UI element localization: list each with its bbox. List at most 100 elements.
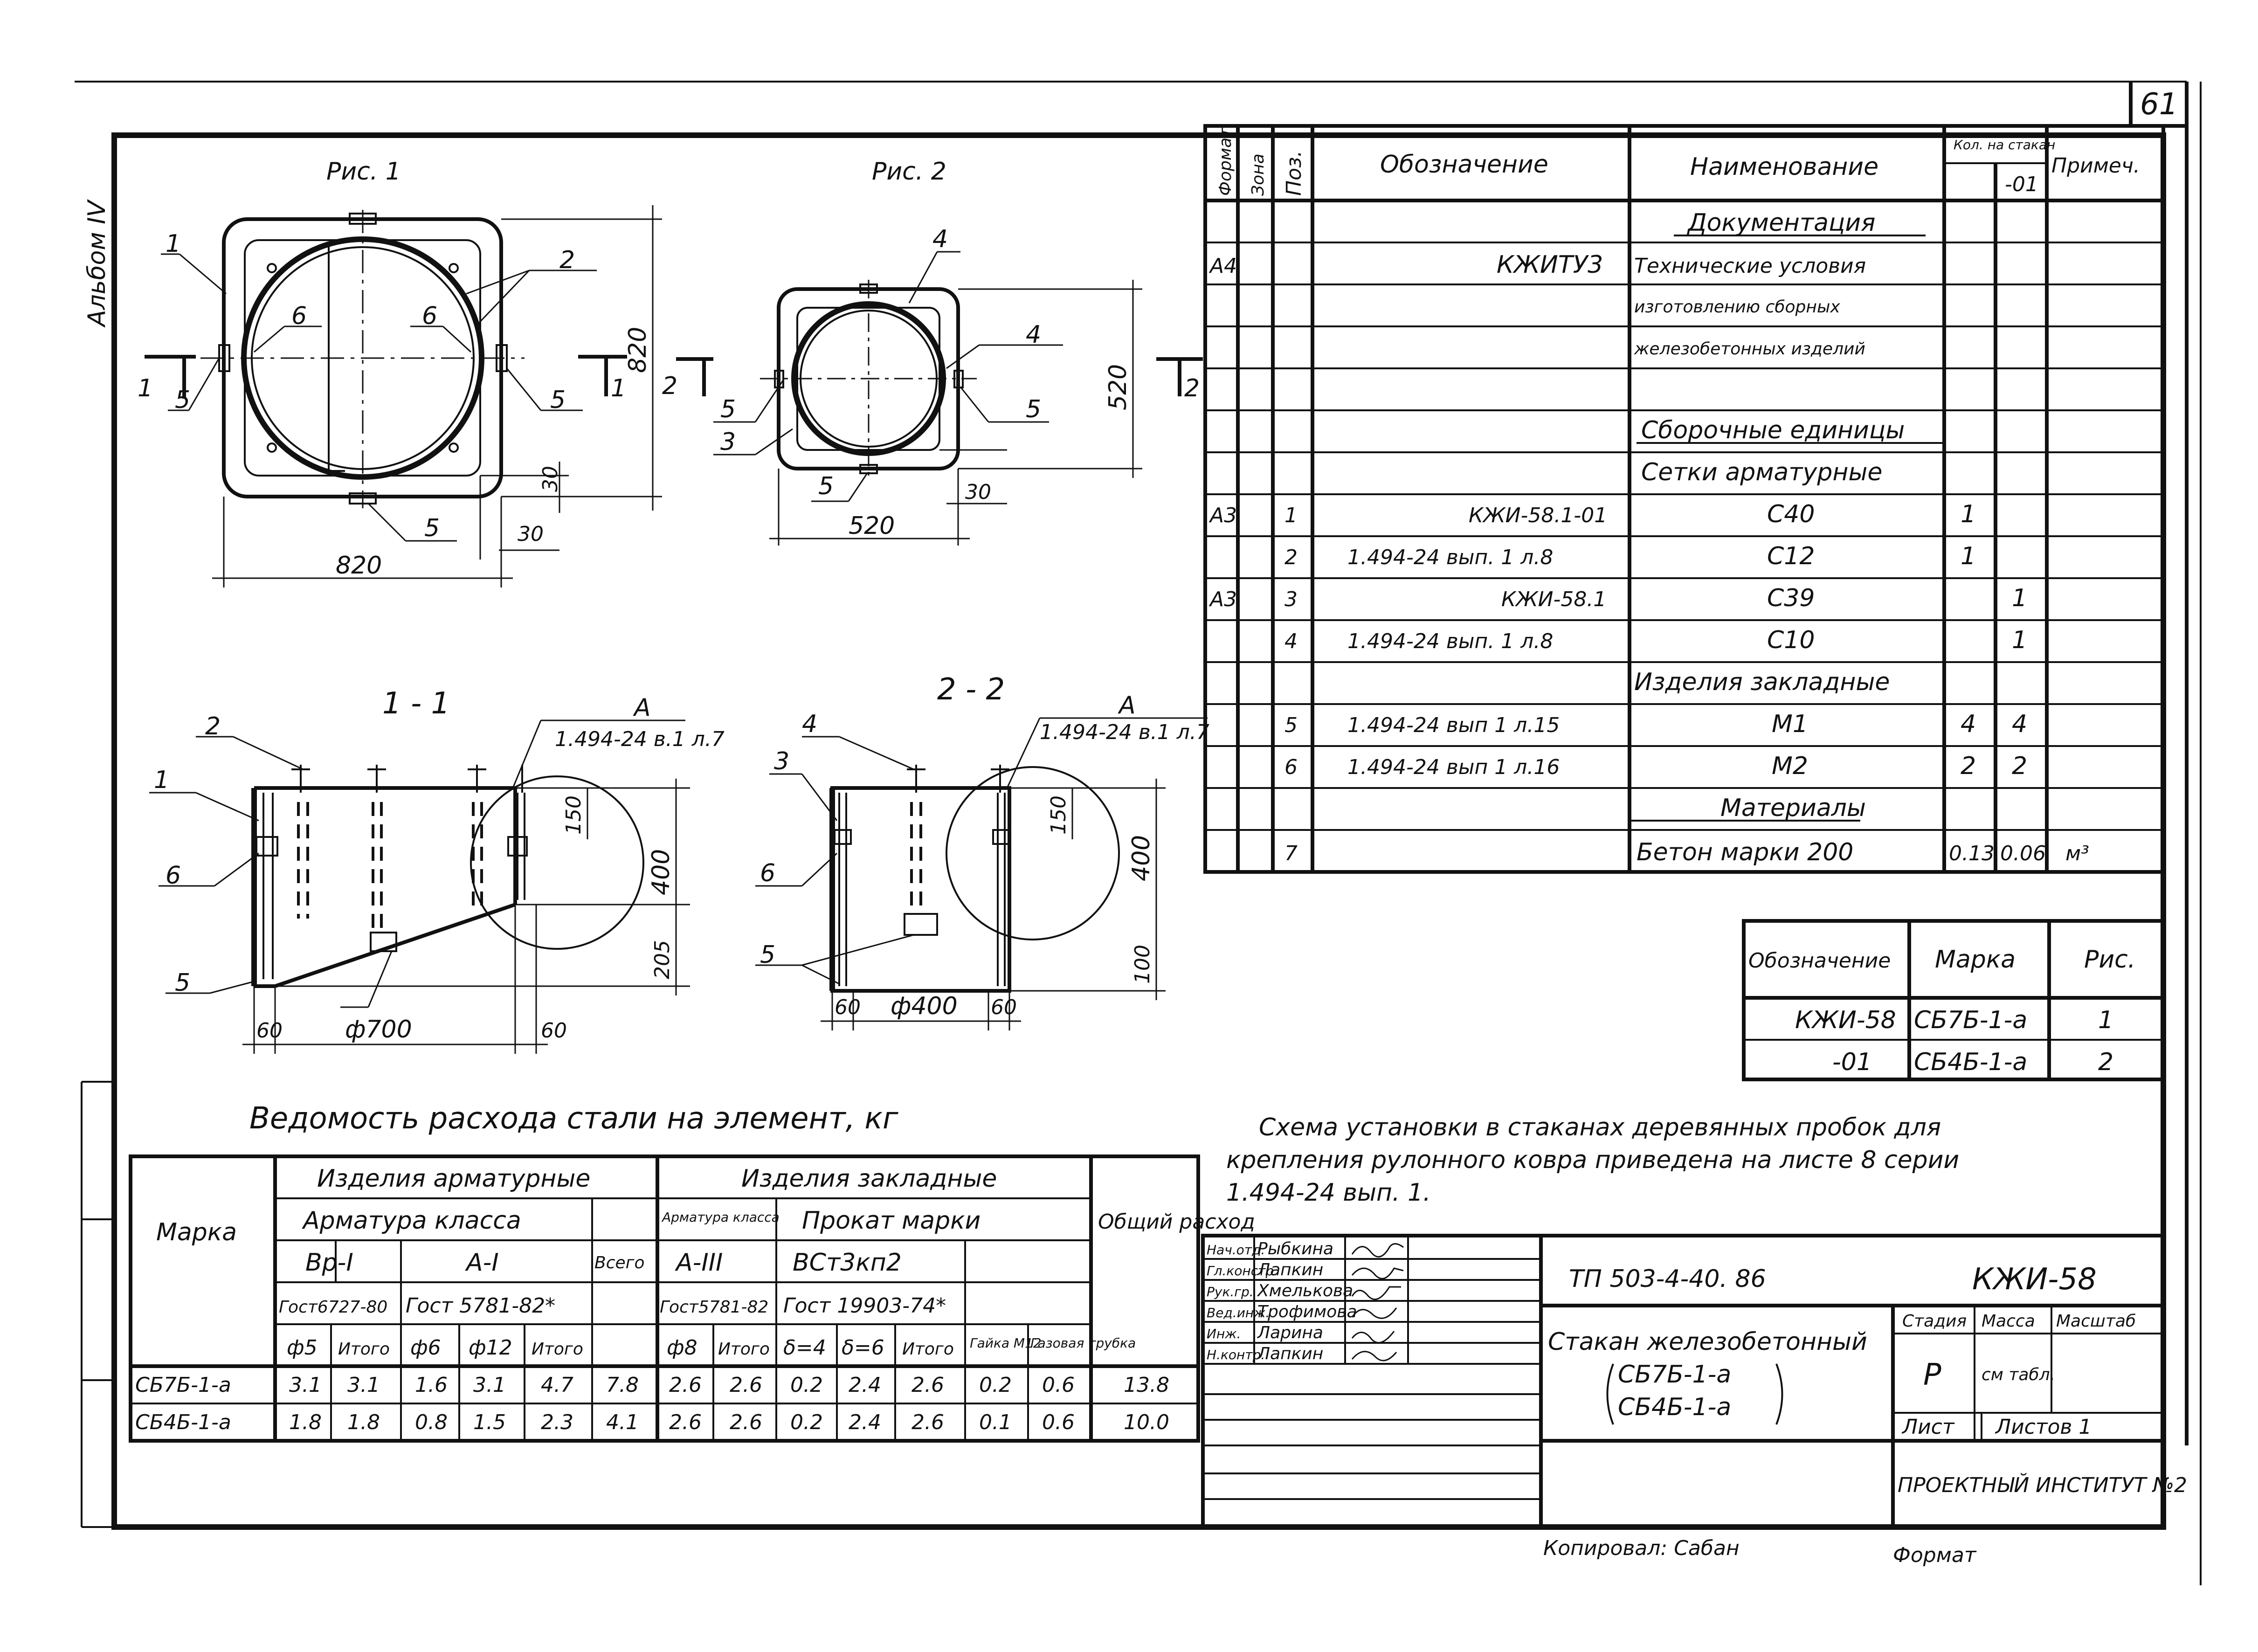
steel-col-7: δ=4 xyxy=(783,1336,826,1360)
steel-col-2: ф6 xyxy=(410,1336,441,1360)
steel-row-0-total: 13.8 xyxy=(1124,1373,1169,1397)
sec1-callout: А xyxy=(633,694,651,722)
fig2-pos5c-label: 5 xyxy=(818,472,834,500)
sec2-dim-60a: 60 xyxy=(835,995,861,1019)
spec-row-13-name: М2 xyxy=(1772,752,1808,780)
steel-row-0-mark: СБ7Б-1-а xyxy=(135,1373,231,1397)
steel-h-emb: Изделия закладные xyxy=(741,1165,997,1193)
fig1-dim-820-v: 820 xyxy=(624,327,652,373)
steel-col-5: ф8 xyxy=(667,1336,697,1360)
sec1-dim-400: 400 xyxy=(647,849,675,895)
steel-row-0-c11: 2.6 xyxy=(911,1373,944,1397)
tb-doc-code: КЖИ-58 xyxy=(1972,1262,2097,1297)
steel-col-0: ф5 xyxy=(287,1336,318,1360)
spec-row-lines xyxy=(1205,242,2163,831)
marks-row-1-designation: -01 xyxy=(1832,1048,1872,1076)
tb-variant-1: СБ7Б-1-а xyxy=(1618,1361,1731,1389)
fig1-pos2-label: 2 xyxy=(559,246,575,274)
steel-col-8: δ=6 xyxy=(842,1336,884,1360)
steel-h-gost4: Гост 19903-74* xyxy=(783,1294,946,1318)
tb-person-5: Лапкин xyxy=(1257,1344,1323,1363)
steel-h-mark: Марка xyxy=(156,1218,237,1246)
spec-row-14-name: Материалы xyxy=(1720,794,1866,822)
steel-h-aiii: А-III xyxy=(675,1249,723,1277)
spec-row-9-name: С39 xyxy=(1767,584,1815,612)
spec-row-8-pos: 2 xyxy=(1284,546,1298,569)
tb-person-4: Ларина xyxy=(1257,1323,1323,1342)
steel-row-0-c12: 0.2 xyxy=(979,1373,1012,1397)
section-1-1: 1 - 1 2 1 6 5 А xyxy=(149,686,725,1054)
footer-format: Формат xyxy=(1893,1543,1977,1567)
spec-row-15-pos: 7 xyxy=(1284,842,1298,865)
steel-h-gost1: Гост6727-80 xyxy=(279,1298,387,1317)
spec-row-12-q2: 4 xyxy=(2012,710,2027,738)
tb-project-code: ТП 503-4-40. 86 xyxy=(1569,1265,1766,1293)
spec-row-5-name: Сборочные единицы xyxy=(1641,416,1905,444)
marks-table: Обозначение Марка Рис. КЖИ-58 СБ7Б-1-а 1… xyxy=(1742,919,2165,1081)
sec1-dim-205: 205 xyxy=(650,940,674,979)
steel-row-0-c7: 2.6 xyxy=(669,1373,702,1397)
tb-sheet-label: Лист xyxy=(1901,1415,1955,1439)
fig1-pos1-label: 1 xyxy=(166,230,181,258)
fig2-dim-520-v: 520 xyxy=(1104,364,1132,410)
steel-row-0-c10: 2.4 xyxy=(849,1373,881,1397)
steel-row-1-c1: 1.8 xyxy=(289,1410,322,1434)
steel-col-4: Итого xyxy=(532,1340,583,1359)
sec2-callout-ref: 1.494-24 в.1 л.7 xyxy=(1040,720,1209,744)
sec2-dim-400: 400 xyxy=(1127,835,1155,881)
fig2-cut-right: 2 xyxy=(1184,374,1200,402)
tb-role-0: Нач.отд. xyxy=(1207,1242,1265,1258)
spec-row-10: 4 1.494-24 вып. 1 л.8 С10 1 xyxy=(1284,626,2027,654)
steel-h-ai: А-I xyxy=(465,1249,499,1277)
steel-row-0-c9: 0.2 xyxy=(790,1373,823,1397)
steel-row-1-total: 10.0 xyxy=(1124,1410,1169,1434)
tb-signatures xyxy=(1351,1243,1404,1362)
spec-h-qty-top: Кол. на стакан xyxy=(1954,137,2055,152)
tb-role-1: Гл.констр. xyxy=(1207,1263,1278,1279)
steel-row-1: СБ4Б-1-а 1.8 1.8 0.8 1.5 2.3 4.1 2.6 2.6… xyxy=(135,1410,1169,1434)
spec-row-9-q2: 1 xyxy=(2012,584,2027,612)
spec-row-15-note: м³ xyxy=(2065,842,2089,865)
steel-row-0-c2: 3.1 xyxy=(347,1373,380,1397)
sec1-pos5-label: 5 xyxy=(175,969,190,997)
spec-h-qty-variant: -01 xyxy=(2005,173,2038,196)
spec-row-8-q1: 1 xyxy=(1961,542,1976,570)
spec-table: Формат Зона Поз. Обозначение Наименовани… xyxy=(1203,124,2165,874)
sec1-pos1-label: 1 xyxy=(154,766,169,794)
sec1-pos2-label: 2 xyxy=(205,712,221,740)
fig1-title: Рис. 1 xyxy=(326,158,401,186)
spec-row-10-designation: 1.494-24 вып. 1 л.8 xyxy=(1347,629,1553,653)
steel-col-9: Итого xyxy=(902,1340,954,1359)
spec-row-7-format: А3 xyxy=(1208,504,1237,527)
note-line-1: Схема установки в стаканах деревянных пр… xyxy=(1259,1113,1941,1141)
spec-row-9-pos: 3 xyxy=(1284,588,1298,611)
spec-row-9-designation: КЖИ-58.1 xyxy=(1501,588,1606,611)
spec-row-1-format: А4 xyxy=(1208,254,1237,278)
spec-row-15-q2: 0.06 xyxy=(2000,842,2046,865)
steel-row-0-c13: 0.6 xyxy=(1042,1373,1075,1397)
spec-row-1: А4 КЖИТУ3 Технические условия xyxy=(1208,251,1866,279)
spec-row-10-name: С10 xyxy=(1767,626,1815,654)
steel-row-1-c4: 1.5 xyxy=(473,1410,506,1434)
spec-row-12-name: М1 xyxy=(1772,710,1808,738)
steel-row-1-c2: 1.8 xyxy=(347,1410,380,1434)
spec-row-13-q2: 2 xyxy=(2012,752,2027,780)
spec-row-6-name: Сетки арматурные xyxy=(1641,458,1882,486)
spec-row-1-designation: КЖИТУ3 xyxy=(1497,251,1603,279)
fig1-pos6a-label: 6 xyxy=(291,302,307,330)
tb-h-mass: Масса xyxy=(1982,1312,2035,1331)
steel-row-0-c1: 3.1 xyxy=(289,1373,322,1397)
tb-organization: ПРОЕКТНЫЙ ИНСТИТУТ №2 xyxy=(1898,1472,2187,1497)
steel-col-3: ф12 xyxy=(469,1336,512,1360)
tb-sheets-label: Листов 1 xyxy=(1995,1415,2092,1439)
spec-row-15-name: Бетон марки 200 xyxy=(1637,838,1853,866)
fig1-pos5c-label: 5 xyxy=(424,514,440,542)
fig1-cut-left: 1 xyxy=(138,374,153,402)
spec-h-zone: Зона xyxy=(1249,153,1268,196)
marks-row-1-fig: 2 xyxy=(2098,1048,2113,1076)
note-line-2: крепления рулонного ковра приведена на л… xyxy=(1226,1146,1959,1174)
sec2-dim-d400: ф400 xyxy=(891,992,958,1020)
spec-row-10-q2: 1 xyxy=(2012,626,2027,654)
fig2-dim-30: 30 xyxy=(965,480,991,504)
spec-row-9: А3 3 КЖИ-58.1 С39 1 xyxy=(1208,584,2027,612)
